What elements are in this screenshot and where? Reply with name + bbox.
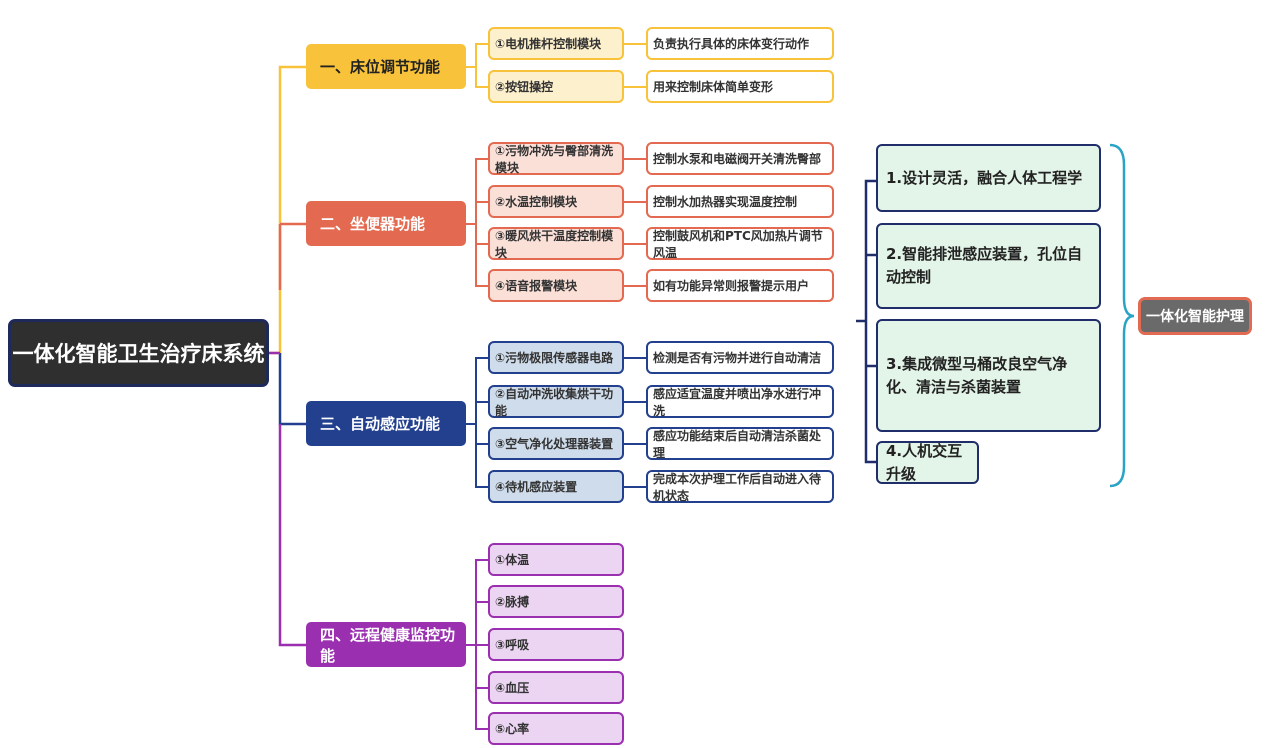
desc-flush-wash: 控制水泵和电磁阀开关清洗臀部 [646,142,834,175]
sub-heart-rate[interactable]: ⑤心率 [488,712,624,745]
connector-cat1-subs [466,43,488,88]
connector-cat2-descs [624,158,646,287]
sub-pulse[interactable]: ②脉搏 [488,585,624,618]
feature-flexible-design[interactable]: 1.设计灵活，融合人体工程学 [876,144,1101,212]
category-toilet[interactable]: 二、坐便器功能 [306,201,466,246]
sub-air-purifier[interactable]: ③空气净化处理器装置 [488,427,624,460]
sub-voice-alarm[interactable]: ④语音报警模块 [488,269,624,302]
connector-cat4 [278,424,306,647]
desc-water-temp: 控制水加热器实现温度控制 [646,185,834,218]
connector-cat3-descs [624,357,646,488]
sub-flush-wash[interactable]: ①污物冲洗与臀部清洗模块 [488,142,624,175]
desc-air-purifier: 感应功能结束后自动清洁杀菌处理 [646,427,834,460]
desc-button-control: 用来控制床体简单变形 [646,70,834,103]
desc-warm-dry: 控制鼓风机和PTC风加热片调节风温 [646,227,834,260]
sub-button-control[interactable]: ②按钮操控 [488,70,624,103]
connector-cat2-subs [466,158,488,287]
connector-features [856,179,876,464]
connector-cat3 [278,353,306,426]
desc-motor-module: 负责执行具体的床体变行动作 [646,27,834,60]
category-bed-adjust[interactable]: 一、床位调节功能 [306,44,466,89]
sub-temperature[interactable]: ①体温 [488,543,624,576]
summary-node[interactable]: 一体化智能护理 [1138,297,1252,335]
sub-dirt-sensor[interactable]: ①污物极限传感器电路 [488,341,624,374]
connector-cat1-descs [624,43,646,88]
connector-cat1 [269,65,306,355]
feature-smart-excretion[interactable]: 2.智能排泄感应装置，孔位自动控制 [876,223,1101,309]
desc-standby-sensor: 完成本次护理工作后自动进入待机状态 [646,470,834,503]
brace-icon [1109,143,1135,488]
sub-respiration[interactable]: ③呼吸 [488,628,624,661]
sub-warm-dry[interactable]: ③暖风烘干温度控制模块 [488,227,624,260]
sub-auto-flush-dry[interactable]: ②自动冲洗收集烘干功能 [488,385,624,418]
desc-auto-flush-dry: 感应适宜温度并喷出净水进行冲洗 [646,385,834,418]
feature-hci-upgrade[interactable]: 4.人机交互升级 [876,441,979,484]
category-remote-health[interactable]: 四、远程健康监控功能 [306,622,466,667]
connector-cat3-subs [466,357,488,488]
sub-blood-pressure[interactable]: ④血压 [488,671,624,704]
sub-standby-sensor[interactable]: ④待机感应装置 [488,470,624,503]
desc-voice-alarm: 如有功能异常则报警提示用户 [646,269,834,302]
connector-cat4-subs [466,559,488,730]
desc-dirt-sensor: 检测是否有污物并进行自动清洁 [646,341,834,374]
sub-water-temp[interactable]: ②水温控制模块 [488,185,624,218]
category-auto-sensing[interactable]: 三、自动感应功能 [306,401,466,446]
root-node[interactable]: 一体化智能卫生治疗床系统 [8,319,269,387]
feature-integrated-toilet[interactable]: 3.集成微型马桶改良空气净化、清洁与杀菌装置 [876,319,1101,432]
sub-motor-module[interactable]: ①电机推杆控制模块 [488,27,624,60]
